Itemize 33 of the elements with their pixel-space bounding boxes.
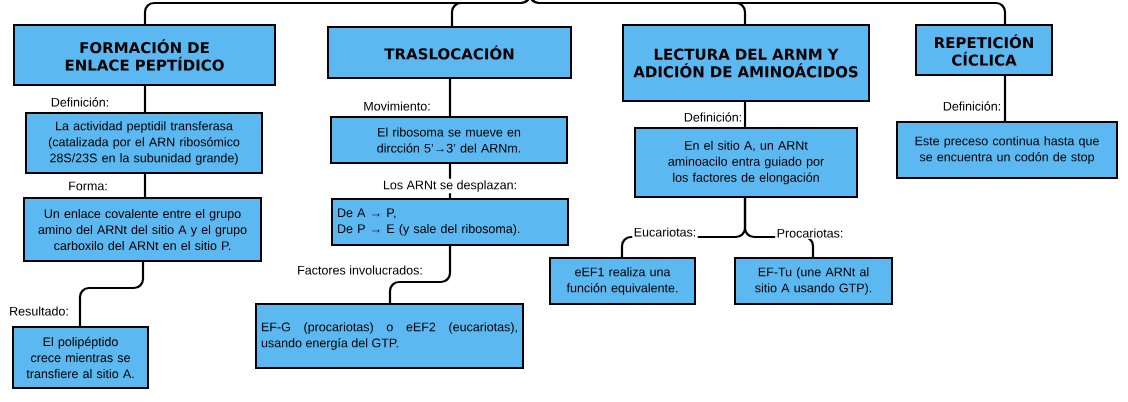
connector-line [448, 79, 452, 116]
edge-label: Factores involucrados: [295, 263, 425, 277]
edge-label: Definición: [941, 99, 1003, 113]
text-box: EF-G (procariotas) o eEF2 (eucariotas), usando energía del GTP. [255, 303, 524, 369]
heading-box: REPETICIÓN CÍCLICA [915, 24, 1053, 76]
edge-label: Forma: [66, 180, 110, 192]
edge-label: Movimiento: [361, 99, 433, 113]
heading-box: TRASLOCACIÓN [327, 26, 572, 79]
text-box: De A → P, De P → E (y sale del ribosoma). [331, 198, 569, 246]
edge-label: Eucariotas: [632, 225, 698, 239]
edge-label: Procariotas: [775, 226, 845, 240]
text-box: La actividad peptidil transferasa (catalizada por el ARN ribosómico 28S/23S en la subunidad grande) [25, 112, 263, 174]
edge-label: Los ARNt se desplazan: [381, 178, 519, 194]
text-box: El ribosoma se mueve en dircción 5’→3’ del ARNm. [330, 116, 568, 164]
text-box: Este preceso continua hasta que se encuentra un codón de stop [896, 121, 1118, 179]
connector-line [450, 0, 532, 26]
text-box: Un enlace covalente entre el grupo amino del ARNt del sitio A y el grupo carboxilo del ARNt en el sitio P. [23, 197, 262, 262]
edge-label: Definición: [682, 110, 744, 124]
text-box: El polipéptido crece mientras se transfiere al sitio A. [12, 326, 149, 389]
heading-box: LECTURA DEL ARNM Y ADICIÓN DE AMINOÁCIDOS [622, 24, 870, 102]
connector-line [1003, 76, 1007, 121]
text-box: En el sitio A, un ARNt aminoacilo entra guiado por los factores de elongación [634, 127, 858, 198]
edge-label: Definición: [49, 95, 111, 109]
heading-box: FORMACIÓN DE ENLACE PEPTÍDICO [13, 24, 276, 86]
text-box: EF-Tu (une ARNt al sitio A usando GTP). [734, 257, 893, 305]
edge-label: Resultado: [7, 304, 71, 318]
connector-line [528, 0, 1007, 24]
connector-line [143, 86, 147, 112]
connector-line [743, 102, 747, 127]
connector-line [143, 174, 147, 197]
text-box: eEF1 realiza una función equivalente. [549, 257, 696, 305]
connector-line [78, 262, 145, 326]
connector-line [388, 246, 452, 303]
